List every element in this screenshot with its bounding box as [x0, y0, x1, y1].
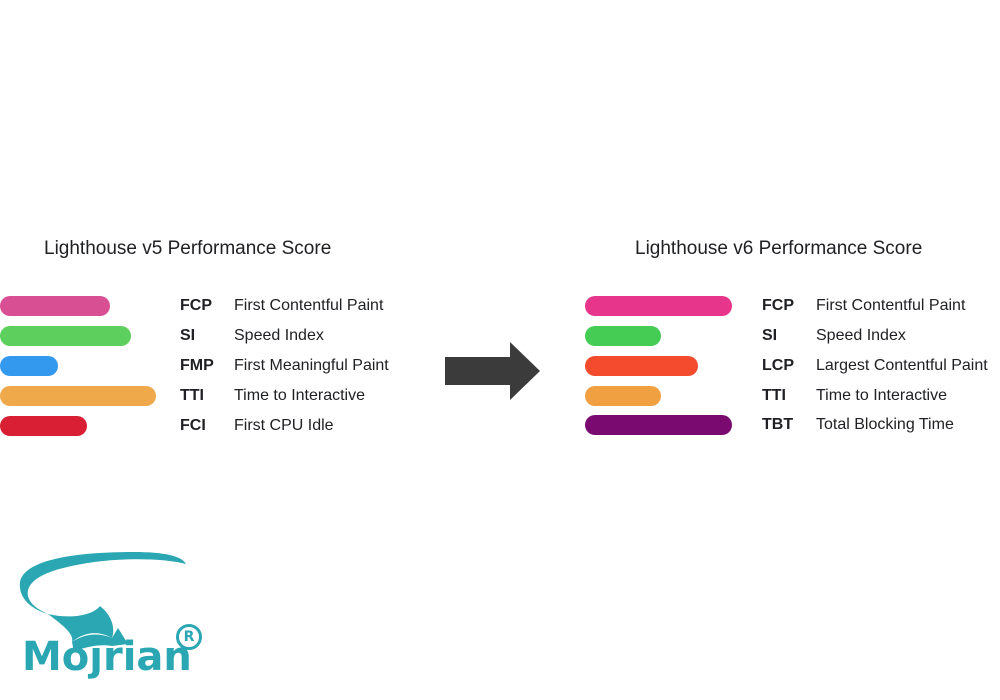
v5-fmp-name: First Meaningful Paint [234, 357, 389, 374]
v5-metric-fmp: FMP First Meaningful Paint [0, 355, 420, 377]
v5-fmp-abbr: FMP [180, 357, 214, 374]
logo-text: Mojrian [22, 634, 192, 680]
v5-fci-bar [0, 416, 87, 436]
v6-metric-tbt: TBT Total Blocking Time [585, 414, 997, 436]
v5-fmp-bar [0, 356, 58, 376]
v6-metric-lcp: LCP Largest Contentful Paint [585, 355, 997, 377]
right-arrow-icon [445, 342, 540, 400]
logo-swoosh-tail [72, 628, 128, 652]
v6-lcp-name: Largest Contentful Paint [816, 357, 988, 374]
v6-tti-abbr: TTI [762, 387, 786, 404]
v6-tbt-bar [585, 415, 732, 435]
v6-metric-si: SI Speed Index [585, 325, 997, 347]
v6-si-bar [585, 326, 661, 346]
v6-panel-title: Lighthouse v6 Performance Score [635, 238, 923, 259]
v5-fci-name: First CPU Idle [234, 417, 334, 434]
v6-tbt-name: Total Blocking Time [816, 416, 954, 433]
v6-lcp-bar [585, 356, 698, 376]
v5-si-name: Speed Index [234, 327, 324, 344]
v6-si-name: Speed Index [816, 327, 906, 344]
mojrian-logo-swoosh [19, 552, 186, 652]
v6-lcp-abbr: LCP [762, 357, 794, 374]
v6-tti-name: Time to Interactive [816, 387, 948, 404]
v5-fcp-bar [0, 296, 110, 316]
v5-fcp-name: First Contentful Paint [234, 297, 384, 314]
v6-tbt-abbr: TBT [762, 416, 794, 433]
v5-panel-title: Lighthouse v5 Performance Score [44, 238, 332, 259]
v5-tti-name: Time to Interactive [234, 387, 366, 404]
v5-si-bar [0, 326, 131, 346]
v5-tti-abbr: TTI [180, 387, 204, 404]
logo-swoosh-lower [48, 606, 114, 642]
v5-metric-tti: TTI Time to Interactive [0, 385, 420, 407]
v5-fcp-abbr: FCP [180, 297, 212, 314]
v5-metric-fci: FCI First CPU Idle [0, 415, 420, 437]
v6-tti-bar [585, 386, 661, 406]
logo-swoosh-upper [19, 552, 186, 614]
v5-tti-bar [0, 386, 156, 406]
v6-si-abbr: SI [762, 327, 778, 344]
v5-metric-fcp: FCP First Contentful Paint [0, 295, 420, 317]
v6-metric-fcp: FCP First Contentful Paint [585, 295, 997, 317]
arrow-shape [445, 342, 540, 400]
v6-metric-tti: TTI Time to Interactive [585, 385, 997, 407]
v6-fcp-name: First Contentful Paint [816, 297, 966, 314]
v5-metric-si: SI Speed Index [0, 325, 420, 347]
v5-si-abbr: SI [180, 327, 196, 344]
v6-fcp-abbr: FCP [762, 297, 794, 314]
v6-fcp-bar [585, 296, 732, 316]
v5-fci-abbr: FCI [180, 417, 206, 434]
registered-mark-icon: R [176, 624, 202, 650]
